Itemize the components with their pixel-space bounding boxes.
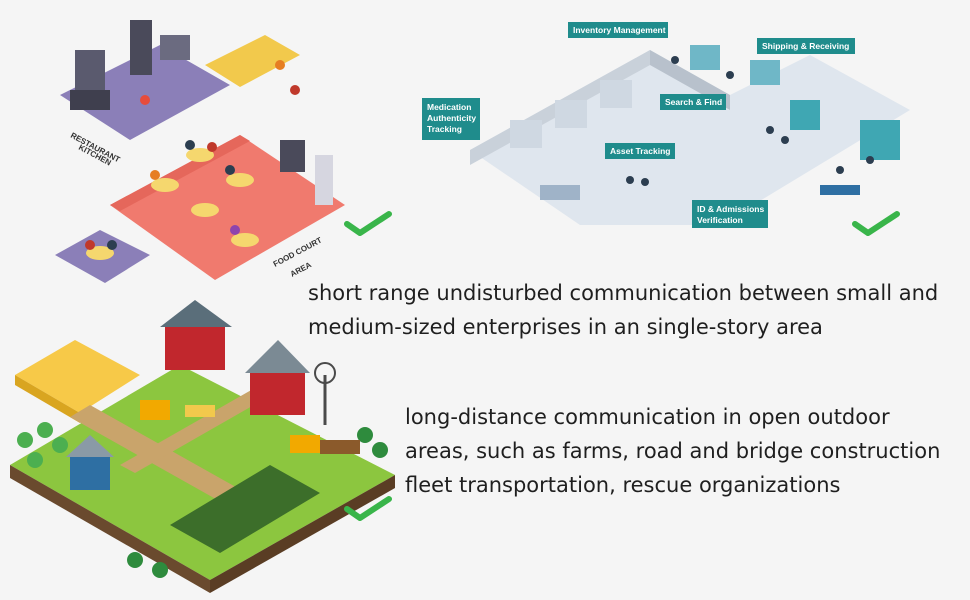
- outdoor-caption-line1: long-distance communication in open outd…: [405, 405, 890, 429]
- outdoor-caption-line3: fleet transportation, rescue organizatio…: [405, 473, 841, 497]
- tag-id-admissions-line2: Verification: [697, 215, 743, 225]
- hospital-scene: Inventory Management Shipping & Receivin…: [420, 10, 920, 250]
- tag-medication-line1: Medication: [427, 102, 471, 112]
- outdoor-caption-line2: areas, such as farms, road and bridge co…: [405, 439, 941, 463]
- indoor-caption: short range undisturbed communication be…: [308, 276, 938, 344]
- restaurant-scene: RESTAURANT KITCHEN FOOD COURT AREA: [40, 5, 370, 290]
- indoor-caption-line1: short range undisturbed communication be…: [308, 281, 939, 305]
- outdoor-caption: long-distance communication in open outd…: [405, 400, 940, 502]
- tag-search-find: Search & Find: [665, 97, 722, 107]
- tag-medication-line2: Authenticity: [427, 113, 476, 123]
- tag-id-admissions-line1: ID & Admissions: [697, 204, 764, 214]
- checkmark-icon: [851, 210, 901, 240]
- tag-shipping-receiving: Shipping & Receiving: [762, 41, 849, 51]
- checkmark-icon: [343, 495, 393, 525]
- indoor-caption-line2: medium-sized enterprises in an single-st…: [308, 315, 823, 339]
- tag-inventory-management: Inventory Management: [573, 25, 666, 35]
- checkmark-icon: [343, 210, 393, 240]
- tag-medication-line3: Tracking: [427, 124, 462, 134]
- farm-scene: [0, 295, 400, 595]
- tag-asset-tracking: Asset Tracking: [610, 146, 670, 156]
